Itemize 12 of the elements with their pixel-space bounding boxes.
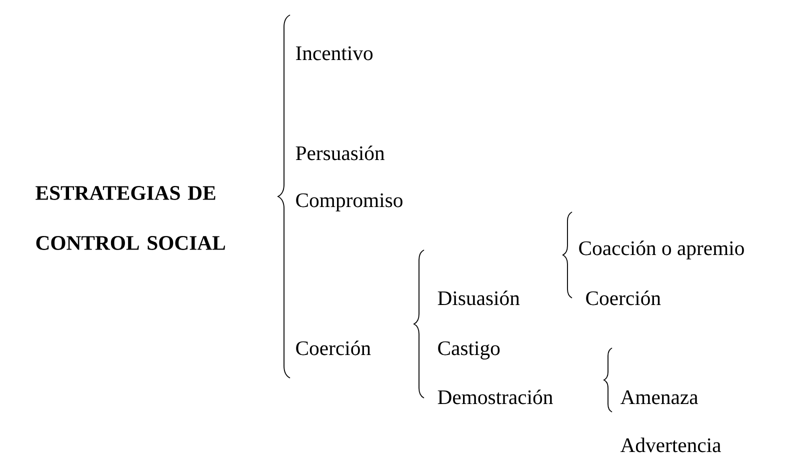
branch-label: Coerción bbox=[296, 340, 371, 356]
title-text: ESTRATEGIAS DE CONTROL SOCIAL bbox=[36, 186, 226, 250]
branch-label: Castigo bbox=[438, 341, 500, 360]
branch-label: Demostración bbox=[438, 390, 553, 404]
branch-label: Disuasión bbox=[438, 290, 520, 306]
branch-label: Coerción bbox=[586, 290, 661, 306]
branch-label: Coacción o apremio bbox=[579, 240, 744, 260]
branch-label: Amenaza bbox=[620, 390, 698, 404]
branch-label: Compromiso bbox=[296, 193, 402, 212]
branch-label: Persuasión bbox=[296, 146, 384, 160]
branch-label: Incentivo bbox=[296, 46, 373, 60]
branch-label: Advertencia bbox=[620, 438, 721, 452]
